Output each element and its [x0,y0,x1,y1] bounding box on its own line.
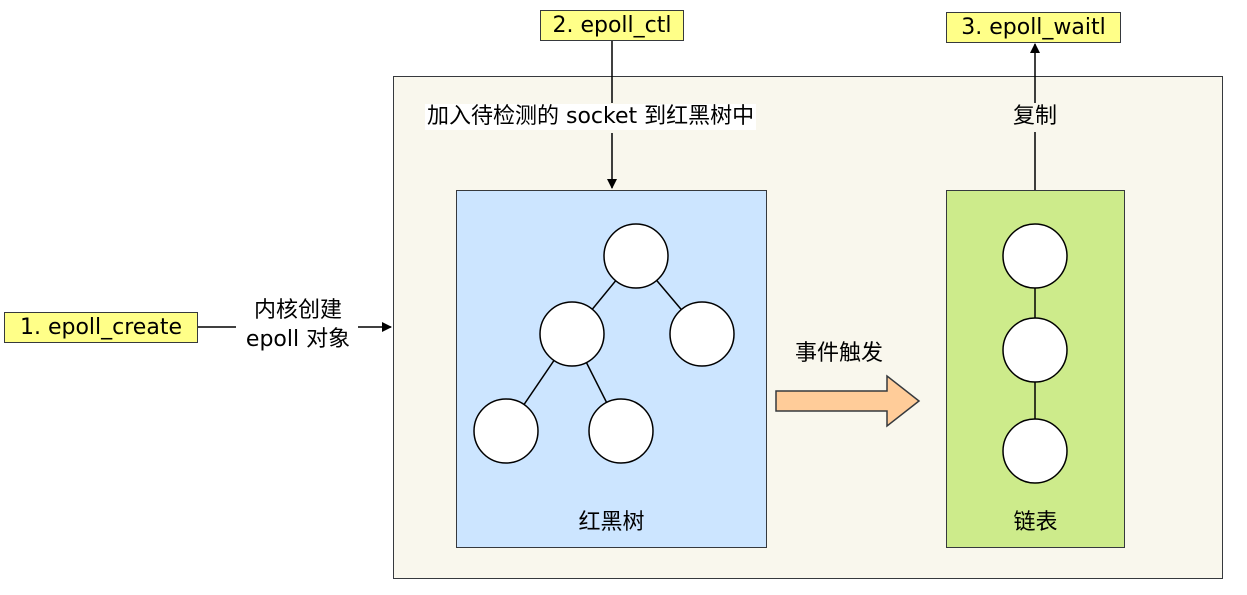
event-trigger-label: 事件触发 [794,341,883,366]
list-node-1 [1002,223,1068,289]
list-node-3 [1002,418,1068,484]
list-node-2 [1002,317,1068,383]
epoll-wait-text: 3. epoll_waitl [961,15,1106,40]
tree-node-root [603,223,669,289]
linked-list-label: 链表 [1013,510,1058,535]
tree-node-left-left [473,398,539,464]
tree-node-left-right [588,398,654,464]
epoll-ctl-label: 2. epoll_ctl [540,10,684,41]
epoll-create-label: 1. epoll_create [4,312,198,343]
copy-label: 复制 [1012,104,1057,129]
epoll-wait-label: 3. epoll_waitl [946,12,1121,43]
epoll-create-text: 1. epoll_create [19,315,182,340]
red-black-tree-label: 红黑树 [578,510,645,535]
event-trigger-arrow [775,374,921,428]
epoll-ctl-text: 2. epoll_ctl [552,13,672,38]
add-socket-label: 加入待检测的 socket 到红黑树中 [425,104,757,130]
kernel-create-line2: epoll 对象 [245,327,351,352]
tree-node-left [539,301,605,367]
tree-node-right [669,301,735,367]
kernel-create-line1: 内核创建 [253,298,342,323]
